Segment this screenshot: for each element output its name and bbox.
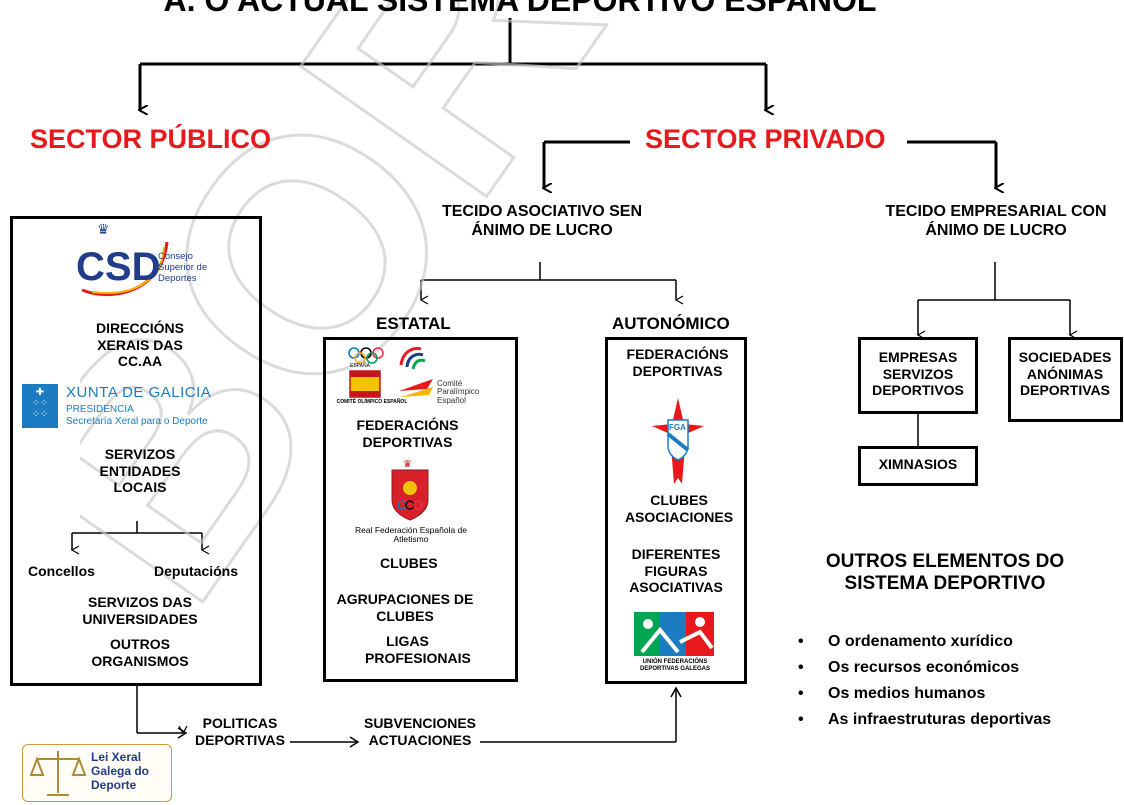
outros-organismos: OUTROS ORGANISMOS xyxy=(91,636,189,669)
sociedades-box xyxy=(1008,337,1123,422)
fga-logo: FGA xyxy=(652,398,704,484)
ximnasios-label: XIMNASIOS xyxy=(878,456,958,472)
csd-text: Consejo Superior de Deportes xyxy=(158,251,208,284)
outros-item-2: •Os recursos económicos xyxy=(798,659,1020,676)
outros-item-3: •Os medios humanos xyxy=(798,685,986,702)
empresas-box xyxy=(858,337,978,414)
arrowhead-politicas xyxy=(177,727,188,739)
estatal-label: ESTATAL xyxy=(376,314,451,333)
estatal-clubes: CLUBES xyxy=(380,555,438,571)
diferentes-figuras: DIFERENTES FIGURAS ASOCIATIVAS xyxy=(629,546,723,596)
bottom-flow xyxy=(136,684,677,743)
cpe-logo: Comité Paralímpico Español xyxy=(393,345,503,409)
servizos-universidades: SERVIZOS DAS UNIVERSIDADES xyxy=(82,594,198,627)
diagram-title: A. O ACTUAL SISTEMA DEPORTIVO ESPAÑOL xyxy=(163,0,877,18)
outros-item-text: O ordenamento xurídico xyxy=(828,633,1013,650)
outros-item-text: Os recursos económicos xyxy=(828,659,1020,676)
cpe-caption: Comité Paralímpico Español xyxy=(437,379,480,405)
ximnasios-box xyxy=(858,446,978,486)
tecido-empresarial-label: TECIDO EMPRESARIAL CON ÁNIMO DE LUCRO xyxy=(885,203,1107,239)
top-connector xyxy=(140,18,766,110)
politicas-deportivas: POLITICAS DEPORTIVAS xyxy=(195,715,285,748)
autonomico-label: AUTONÓMICO xyxy=(612,314,730,333)
sociedades-anonimas: SOCIEDADES ANÓNIMAS DEPORTIVAS xyxy=(1018,349,1112,399)
autonomico-box xyxy=(605,337,747,684)
direccions-xerais: DIRECCIÓNS XERAIS DAS CC.AA xyxy=(96,320,184,370)
ufdg-caption: UNIÓN FEDERACIÓNS DEPORTIVAS GALEGAS xyxy=(640,659,710,672)
local-fork xyxy=(70,521,210,555)
agrupacions-clubes: AGRUPACIONES DE CLUBES xyxy=(336,591,474,624)
autonomico-clubes: CLUBES ASOCIACIONES xyxy=(624,492,734,525)
asociativo-fork xyxy=(419,262,684,305)
csd-abbr: CSD xyxy=(76,245,160,289)
rfea-caption: Real Federación Española de Atletismo xyxy=(355,525,467,545)
coe-caption: COMITÉ OLÍMPICO ESPAÑOL xyxy=(336,399,408,405)
ligas-profesionais: LIGAS PROFESIONAIS xyxy=(365,633,471,666)
arrowhead-autonomico xyxy=(670,686,682,698)
xunta-title: XUNTA DE GALICIA xyxy=(66,384,212,401)
outros-item-1: •O ordenamento xurídico xyxy=(798,633,1013,650)
estatal-federacions: FEDERACIÓNS DEPORTIVAS xyxy=(356,417,459,450)
public-sector-box xyxy=(10,216,262,686)
subvencions-actuacions: SUBVENCIONES ACTUACIONES xyxy=(363,715,477,748)
private-sector-connector xyxy=(544,140,996,188)
xunta-line1: PRESIDENCIA xyxy=(66,404,134,415)
outros-elementos-title: OUTROS ELEMENTOS DO SISTEMA DEPORTIVO xyxy=(825,551,1065,595)
estatal-box xyxy=(323,337,518,682)
csd-logo: ♛ CSD Consejo Superior de Deportes xyxy=(72,221,252,300)
crown-icon: ♛ xyxy=(97,222,110,237)
tecido-asociativo-label: TECIDO ASOCIATIVO SEN ÁNIMO DE LUCRO xyxy=(441,203,642,239)
xunta-line2: Secretaría Xeral para o Deporte xyxy=(66,416,208,427)
crown-icon: ♛ xyxy=(403,459,412,470)
xunta-emblem-icon: ✚⁘⁘⁘⁘ xyxy=(22,384,58,428)
arrowhead-subvencions xyxy=(349,736,360,748)
lei-xeral-text: Lei Xeral Galega do Deporte xyxy=(91,750,150,793)
coe-country: ESPAÑA xyxy=(350,363,370,369)
empresas-servizos: EMPRESAS SERVIZOS DEPORTIVOS xyxy=(872,349,964,399)
xunta-logo: ✚⁘⁘⁘⁘ XUNTA DE GALICIA PRESIDENCIA Secre… xyxy=(22,382,254,432)
rfea-logo: ♛ Real Federación Española de Atletismo xyxy=(355,458,467,550)
sector-publico-label: SECTOR PÚBLICO xyxy=(30,124,272,154)
coe-logo: ESPAÑA COMITÉ OLÍMPICO ESPAÑOL xyxy=(337,345,407,409)
autonomico-federacions: FEDERACIÓNS DEPORTIVAS xyxy=(626,346,729,379)
scales-icon xyxy=(29,751,87,796)
fga-abbr: FGA xyxy=(669,423,686,432)
ufdg-logo: UNIÓN FEDERACIÓNS DEPORTIVAS GALEGAS xyxy=(620,612,730,678)
servizos-entidades-locais: SERVIZOS ENTIDADES LOCAIS xyxy=(99,446,181,496)
outros-item-text: As infraestruturas deportivas xyxy=(828,711,1052,728)
outros-item-text: Os medios humanos xyxy=(828,685,986,702)
empresarial-fork xyxy=(916,262,1078,446)
concellos-label: Concellos xyxy=(28,563,95,579)
sector-privado-label: SECTOR PRIVADO xyxy=(645,124,886,154)
lei-xeral-logo: Lei Xeral Galega do Deporte xyxy=(22,744,172,802)
olympic-rings-icon xyxy=(348,347,384,364)
deputacions-label: Deputacións xyxy=(154,563,239,579)
outros-item-4: •As infraestruturas deportivas xyxy=(798,711,1052,728)
